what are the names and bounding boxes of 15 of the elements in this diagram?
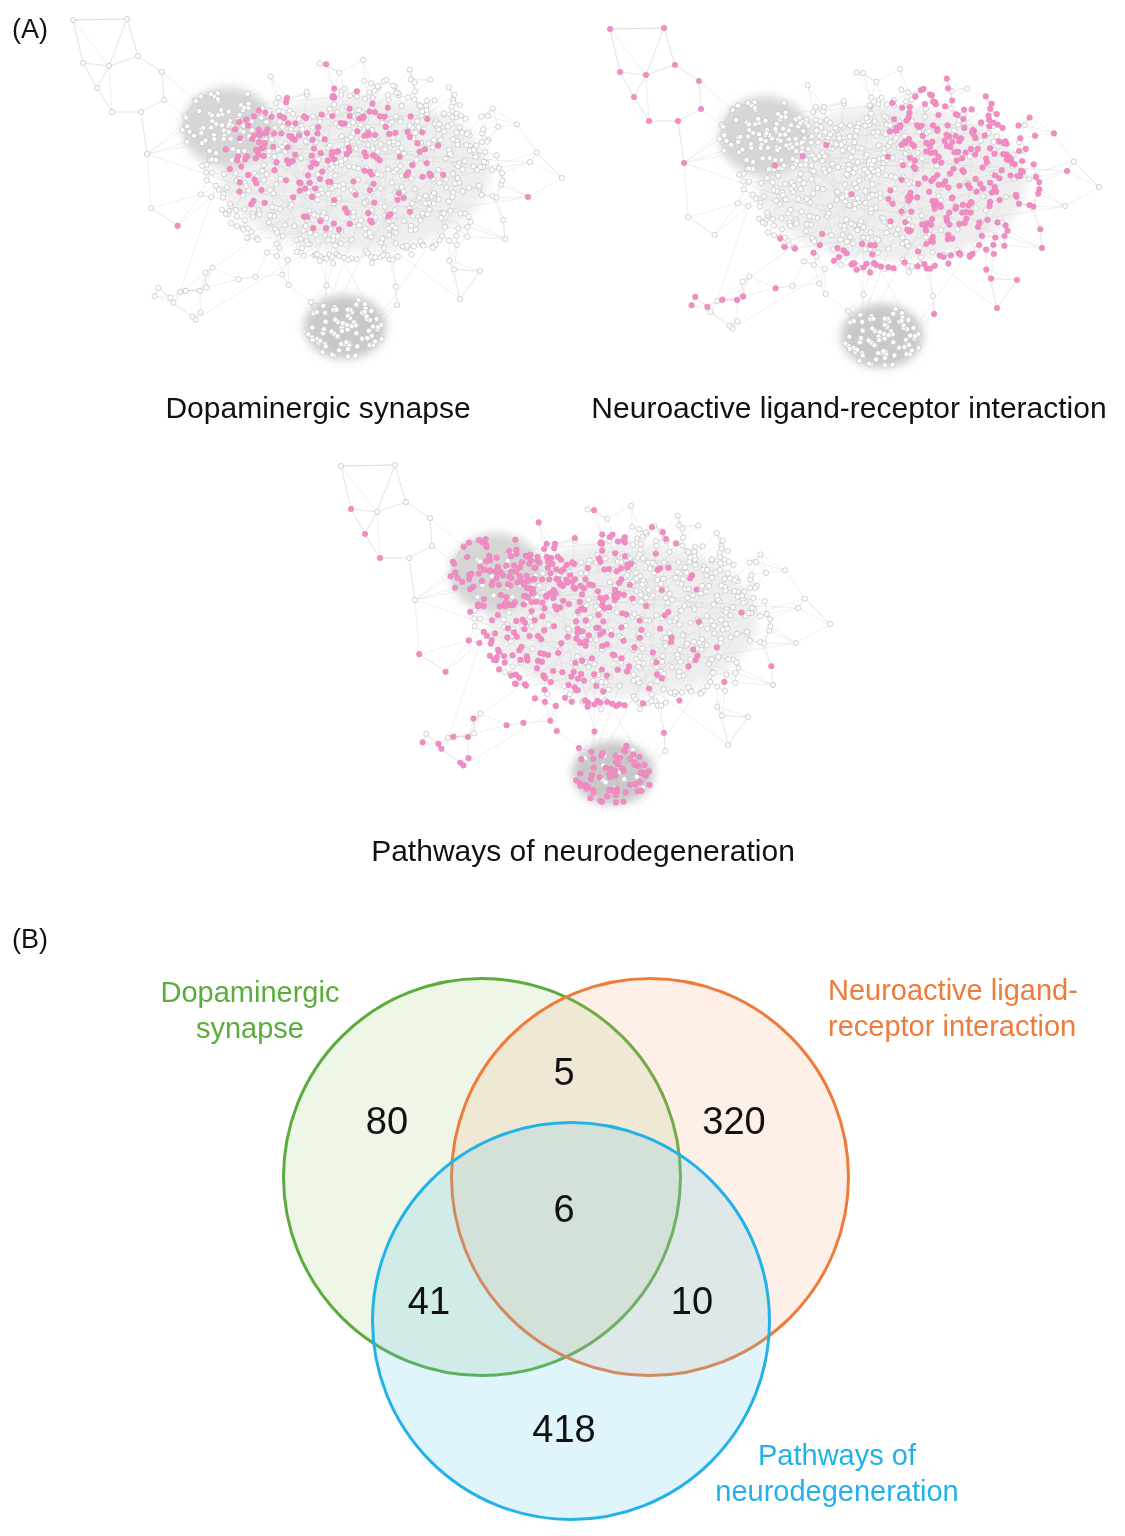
panel-letter: (B) [12, 924, 48, 956]
region-count: 41 [407, 1280, 451, 1324]
panel-caption: Pathways of neurodegeneration [371, 834, 795, 869]
region-count: 6 [553, 1188, 575, 1232]
set-label: Neuroactive ligand-receptor interaction [828, 973, 1079, 1044]
region-count: 80 [365, 1100, 409, 1144]
panel-caption: Dopaminergic synapse [165, 391, 471, 426]
region-count: 5 [553, 1051, 575, 1095]
panel-letter: (A) [12, 14, 48, 46]
set-label: Pathways of neurodegeneration [714, 1438, 960, 1509]
region-count: 418 [532, 1408, 596, 1452]
region-count: 320 [702, 1100, 766, 1144]
set-label: Dopaminergic synapse [159, 975, 341, 1046]
region-count: 10 [670, 1280, 714, 1324]
panel-caption: Neuroactive ligand-receptor interaction [591, 391, 1107, 426]
